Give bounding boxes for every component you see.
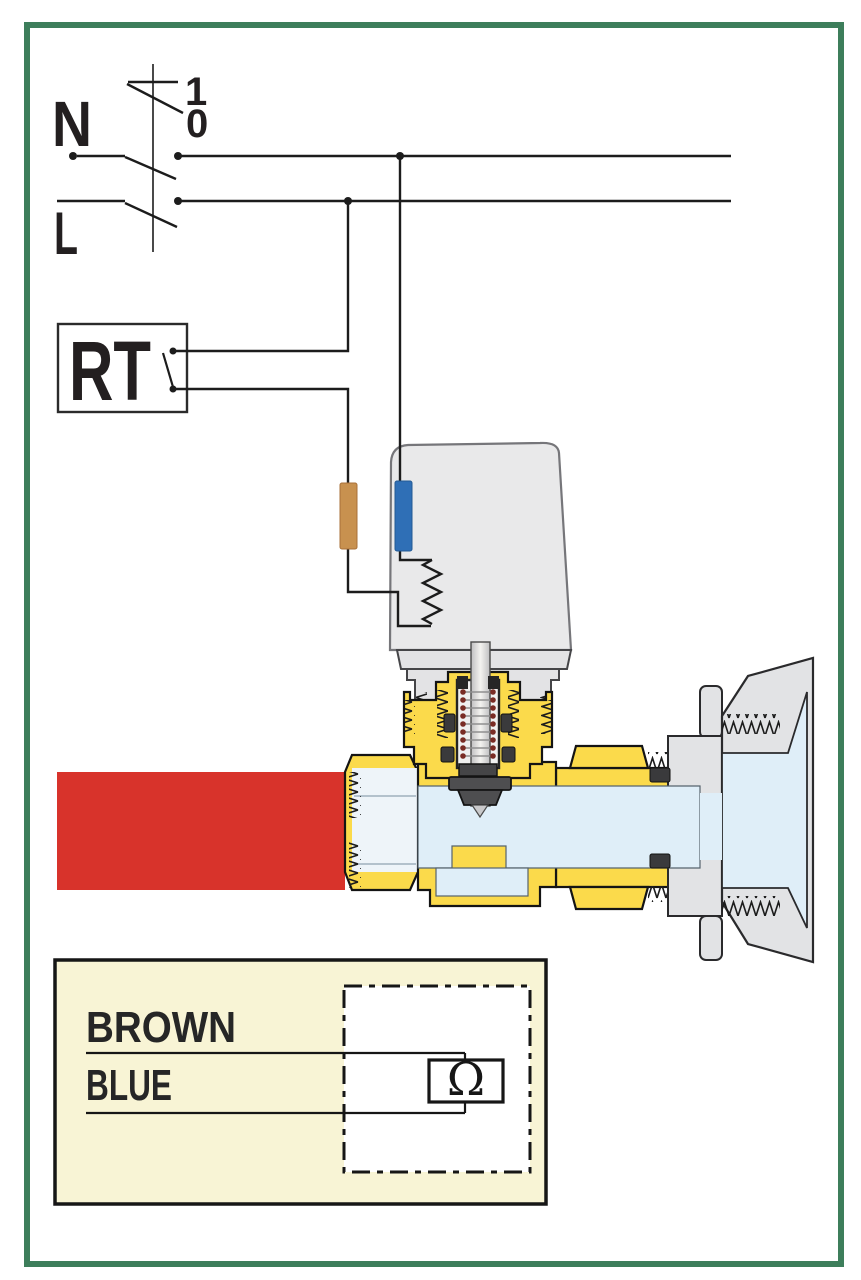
bonnet-thread-right bbox=[508, 690, 519, 738]
thermostat-switch-blade bbox=[161, 352, 175, 388]
zone-valve-body bbox=[57, 656, 815, 964]
tail-nut-bottom bbox=[568, 885, 650, 911]
flare-thread-top bbox=[722, 714, 780, 734]
red-pipe bbox=[57, 772, 345, 890]
resistance-symbol: Ω bbox=[447, 1052, 485, 1106]
thermostat-terminal-dot bbox=[169, 347, 177, 355]
thermostat-box bbox=[56, 322, 189, 414]
resistor-zigzag bbox=[420, 558, 444, 626]
resistance-box bbox=[427, 1058, 505, 1104]
line-to-thermostat bbox=[175, 201, 350, 353]
union-seal-top bbox=[649, 767, 671, 783]
junction-dot bbox=[396, 152, 404, 160]
bonnet-outer-thread-right bbox=[541, 700, 551, 734]
blue-label: BLUE bbox=[86, 1061, 172, 1110]
gland-seal bbox=[443, 713, 456, 733]
switch-lever bbox=[126, 82, 184, 115]
legend-box: Ω BROWN BLUE bbox=[53, 958, 548, 1206]
switch-on-label: 1 bbox=[185, 70, 207, 114]
line-switch-blade bbox=[124, 201, 178, 229]
circuit-labels: N L 1 0 bbox=[52, 70, 208, 267]
lower-chamber bbox=[435, 867, 529, 897]
switch-off-label: 0 bbox=[186, 102, 208, 146]
junction-dot bbox=[344, 197, 352, 205]
spring-cap-right bbox=[488, 676, 499, 689]
nut-thread-bottom bbox=[349, 842, 361, 888]
brown-wire-run bbox=[173, 387, 431, 628]
terminal-dot bbox=[174, 197, 182, 205]
nut-interior bbox=[352, 768, 418, 872]
neutral-label: N bbox=[52, 88, 92, 160]
valve-bonnet-assembly bbox=[402, 641, 554, 819]
gland-seal bbox=[500, 713, 513, 733]
bonnet-outer-thread-left bbox=[405, 700, 415, 734]
green-border-frame bbox=[24, 22, 844, 1267]
blue-wire-run bbox=[398, 156, 432, 562]
terminal-dot bbox=[174, 152, 182, 160]
line-label: L bbox=[54, 200, 78, 267]
tail-nut-top bbox=[568, 744, 650, 770]
gland-seal bbox=[440, 746, 455, 763]
thermostat-terminal-dot bbox=[169, 385, 177, 393]
valve-plug-body bbox=[456, 789, 504, 806]
bonnet-thread-left bbox=[437, 690, 448, 738]
terminal-dot bbox=[69, 152, 77, 160]
flare-thread-bottom bbox=[722, 896, 780, 916]
valve-plug-tip bbox=[470, 804, 490, 819]
blue-wire-marker bbox=[394, 480, 413, 552]
thermostat-label: RT bbox=[69, 324, 151, 418]
spring-cap-left bbox=[457, 676, 468, 689]
nut-thread-top bbox=[349, 772, 361, 818]
union-tab-bottom bbox=[699, 915, 723, 961]
flare-bore bbox=[721, 691, 808, 929]
neutral-switch-blade bbox=[124, 155, 177, 181]
union-seal-bottom bbox=[649, 853, 671, 869]
room-thermostat: RT bbox=[56, 322, 189, 418]
valve-plug-disc bbox=[448, 776, 512, 791]
circuit-terminals bbox=[69, 152, 404, 393]
packing-ring bbox=[458, 763, 498, 777]
gland-seal bbox=[501, 746, 516, 763]
brown-wire-marker bbox=[339, 482, 358, 550]
circuit-wiring bbox=[57, 64, 731, 628]
brown-label: BROWN bbox=[86, 1003, 236, 1052]
union-bore bbox=[700, 793, 722, 860]
actuator-dome bbox=[388, 441, 573, 652]
union-tab-top bbox=[699, 685, 723, 739]
